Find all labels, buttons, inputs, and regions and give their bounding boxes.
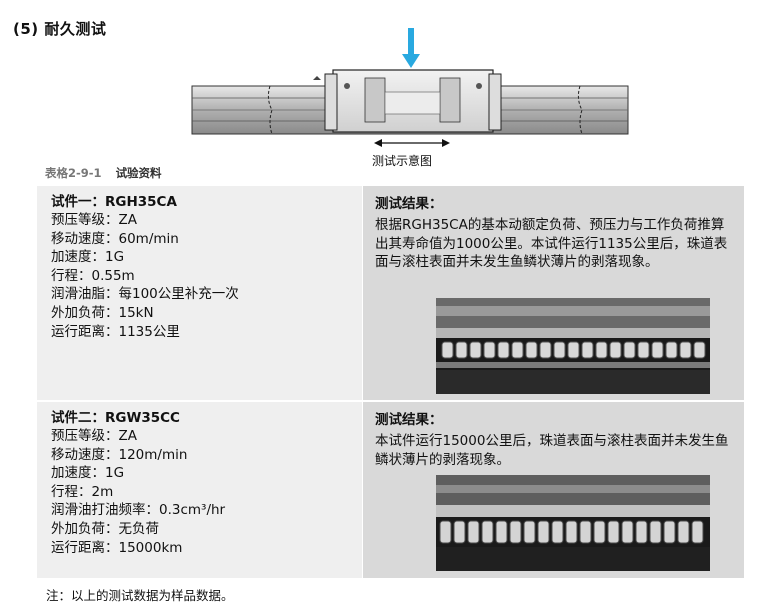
specimen-2-title: 试件二：RGW35CC xyxy=(51,410,180,426)
spec-line: 润滑油打油频率：0.3cm³/hr xyxy=(51,502,226,519)
spec-line: 预压等级：ZA xyxy=(51,428,137,444)
result-2-title: 测试结果： xyxy=(375,412,443,428)
spec-line: 润滑油脂：每100公里补充一次 xyxy=(51,286,239,303)
spec-line: 行程：2m xyxy=(51,483,114,500)
footnote: 注：以上的测试数据为样品数据。 xyxy=(46,588,234,603)
table-name: 试验资料 xyxy=(115,166,162,180)
diagram-caption: 测试示意图 xyxy=(372,154,433,168)
specimen-2-spec-cell: 试件二：RGW35CC 预压等级：ZA 移动速度：120m/min 加速度：1G… xyxy=(37,402,362,578)
spec-line: 预压等级：ZA xyxy=(51,212,137,228)
test-diagram xyxy=(191,28,629,147)
result-1-title: 测试结果： xyxy=(375,196,443,212)
specimen-1-spec-cell: 试件一：RGH35CA 预压等级：ZA 移动速度：60m/min 加速度：1G … xyxy=(37,186,362,400)
table-number: 表格2-9-1 xyxy=(45,166,102,180)
raceway-photo-2 xyxy=(436,475,710,571)
result-2-text: 本试件运行15000公里后，珠道表面与滚柱表面并未发生鱼鳞状薄片的剥落现象。 xyxy=(375,433,729,468)
spec-line: 加速度：1G xyxy=(51,465,125,482)
spec-line: 行程：0.55m xyxy=(51,267,135,284)
spec-line: 移动速度：120m/min xyxy=(51,446,188,463)
section-title: (5) 耐久测试 xyxy=(13,20,107,38)
load-arrow-icon xyxy=(402,28,420,68)
spec-line: 外加负荷：15kN xyxy=(51,304,154,321)
spec-line: 加速度：1G xyxy=(51,249,125,266)
specimen-1-title: 试件一：RGH35CA xyxy=(51,194,177,210)
table-caption: 表格2-9-1 试验资料 xyxy=(45,165,162,181)
spec-line: 移动速度：60m/min xyxy=(51,230,179,247)
slide-block xyxy=(313,69,502,133)
spec-line: 运行距离：15000km xyxy=(51,539,183,556)
spec-line: 外加负荷：无负荷 xyxy=(51,520,159,537)
movement-arrow-icon xyxy=(374,139,450,147)
spec-line: 运行距离：1135公里 xyxy=(51,323,180,340)
raceway-photo-1 xyxy=(436,298,710,394)
result-1-text: 根据RGH35CA的基本动额定负荷、预压力与工作负荷推算出其寿命值为1000公里… xyxy=(375,217,728,271)
